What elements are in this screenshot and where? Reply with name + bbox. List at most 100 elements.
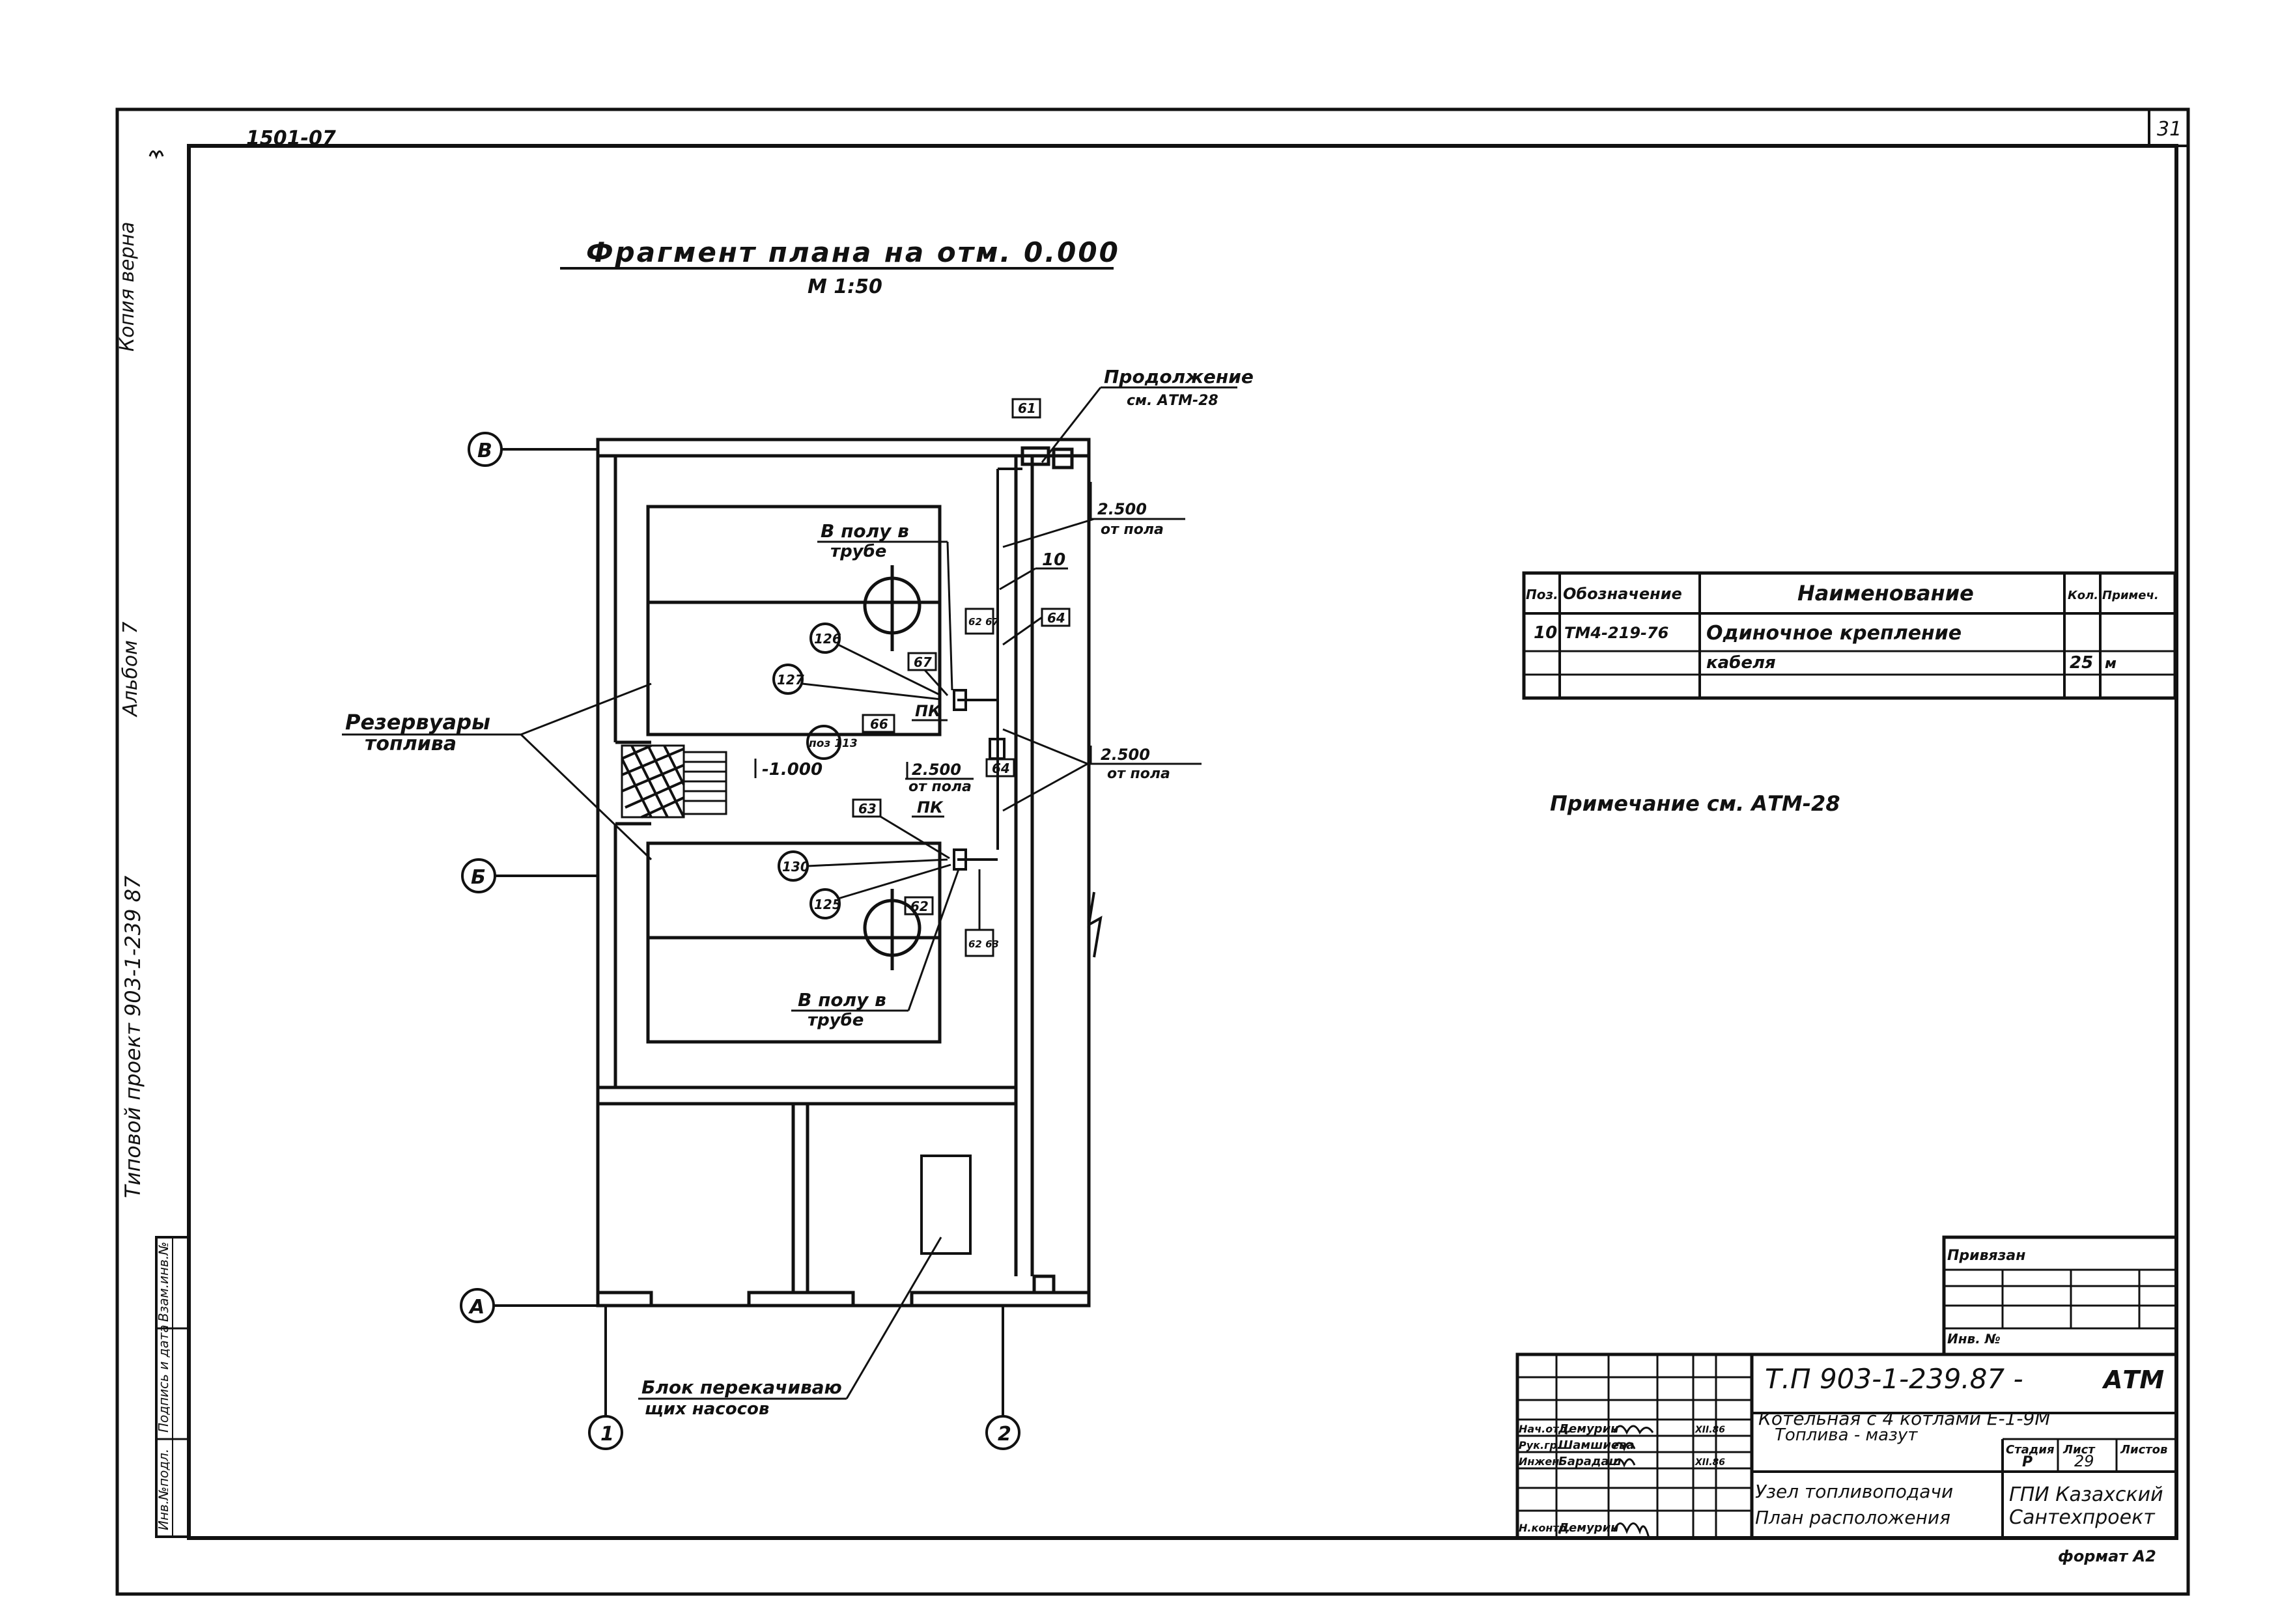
spec-r2-qty: 25 [2070, 653, 2093, 673]
left-stamp: Инв.№подл. Подпись и дата Взам.инв.№ [155, 1236, 190, 1538]
label-floor-pipe-2b: трубе [808, 1011, 864, 1030]
signer-2-name: Шамшиева [1558, 1438, 1635, 1452]
spec-r2-note: м [2105, 656, 2117, 672]
drawing-title: Фрагмент плана на отм. 0.000 [586, 236, 1120, 268]
spec-h-name: Наименование [1797, 581, 1974, 606]
outer-frame [115, 107, 2190, 1596]
floor-pipe-2-leader [907, 869, 960, 1011]
axis-A: А [460, 1288, 598, 1323]
circle-tag-125: 125 [809, 863, 951, 919]
spec-table [1522, 571, 2177, 700]
label-tanks-1: Резервуары [345, 710, 490, 735]
tb-org-1: ГПИ Казахский [2009, 1483, 2163, 1506]
tb-doc-code: Т.П 903-1-239.87 - [1765, 1363, 2023, 1395]
label-pump-block-1: Блок перекачиваю [641, 1377, 842, 1398]
svg-text:В: В [477, 440, 492, 462]
box-tag-61: 61 [1018, 400, 1036, 416]
continuation-ref: см. АТМ-28 [1127, 393, 1218, 409]
svg-text:2: 2 [998, 1423, 1011, 1446]
level-top-a: 2.500 [1097, 500, 1147, 518]
signer-3-name: Барадаш [1558, 1455, 1622, 1468]
stamp-col-3: Взам.инв.№ [156, 1242, 171, 1322]
svg-text:Б: Б [471, 866, 486, 889]
svg-text:поз 113: поз 113 [809, 737, 858, 750]
tag-pk-2: ПК [917, 798, 944, 817]
side-album: Альбом 7 [119, 622, 142, 718]
box-tags [852, 398, 1071, 957]
tank-upper [646, 505, 942, 736]
axis-1: 1 [588, 1306, 623, 1450]
tanks-leader-2 [520, 733, 653, 861]
spec-h-note: Примеч. [2102, 589, 2159, 602]
building-plan [596, 438, 1091, 1308]
signatures [148, 150, 1654, 1539]
level-mid-b: от пола [908, 779, 972, 795]
label-floor-pipe-2a: В полу в [798, 989, 886, 1011]
box-tag-63: 63 [858, 801, 877, 817]
circle-tag-127: 127 [772, 664, 942, 701]
tag-10: 10 [1042, 550, 1065, 570]
top-code: 1501-07 [246, 127, 336, 150]
tb-sheet-title-2: План расположения [1755, 1507, 1950, 1528]
axis-B: В [468, 432, 598, 467]
tag-pk-1: ПК [915, 702, 942, 720]
box-tag-62b: 62 [910, 899, 929, 914]
signer-3-role: Инжен. [1519, 1455, 1563, 1468]
tb-sheet-title-1: Узел топливоподачи [1755, 1481, 1953, 1502]
box-tag-64b: 64 [992, 761, 1010, 776]
tb-org-2: Сантехпроект [2009, 1506, 2156, 1529]
svg-text:127: 127 [777, 672, 804, 688]
tb-sheet-label: Лист [2062, 1443, 2096, 1457]
spec-r1-code: ТМ4-219-76 [1564, 624, 1668, 642]
label-floor-pipe-1b: трубе [830, 542, 886, 561]
signer-4-name: Демурин [1558, 1521, 1619, 1535]
label-floor-pipe-1a: В полу в [821, 520, 909, 542]
box-tag-66: 66 [870, 716, 888, 732]
sheet-number-box [2148, 108, 2189, 147]
signer-3-date: XII.86 [1695, 1457, 1725, 1468]
box-63-leader [880, 815, 950, 860]
title-block [1515, 1235, 2178, 1540]
box-tag-67: 67 [914, 654, 932, 670]
spec-r1-name: Одиночное крепление [1706, 622, 1962, 645]
signer-2-role: Рук.гр. [1519, 1439, 1561, 1451]
pump-block-leader [845, 1237, 942, 1399]
spec-r1-pos: 10 [1534, 623, 1557, 643]
drawing-note: Примечание см. АТМ-28 [1550, 791, 1840, 816]
inner-frame [187, 144, 2178, 1540]
level-minus: -1.000 [762, 760, 823, 779]
box-tag-64a: 64 [1047, 610, 1065, 626]
svg-text:125: 125 [814, 897, 841, 912]
level-mid-a: 2.500 [912, 761, 961, 779]
svg-text:А: А [468, 1296, 485, 1319]
circle-tag-130: 130 [778, 850, 948, 882]
box-tag-62-67: 62 67 [968, 616, 1000, 628]
hatched-pit [621, 744, 727, 819]
level-right-b: от пола [1107, 766, 1170, 782]
label-pump-block-2: щих насосов [645, 1399, 769, 1419]
tb-privyazan: Привязан [1947, 1248, 2025, 1264]
tb-object-1: Котельная с 4 котлами Е-1-9М [1758, 1408, 2050, 1429]
svg-text:1: 1 [600, 1423, 614, 1446]
sheet-number: 31 [2157, 118, 2182, 141]
tb-stage-label: Стадия [2006, 1443, 2055, 1457]
tb-format: формат А2 [2058, 1547, 2156, 1565]
signer-4-role: Н.контр. [1519, 1522, 1570, 1534]
tb-inv-no: Инв. № [1947, 1331, 2001, 1347]
pump-block [920, 1155, 972, 1255]
signer-1-date: XII.86 [1695, 1425, 1725, 1435]
side-series: Типовой проект 903-1-239 87 [120, 875, 145, 1198]
continuation-leader [1041, 387, 1102, 463]
tb-doc-suffix: АТМ [2102, 1365, 2164, 1394]
floor-pipe-1-leader [946, 541, 953, 691]
tb-sheets-label: Листов [2120, 1443, 2167, 1457]
svg-text:130: 130 [782, 859, 809, 875]
signer-1-name: Демурин [1558, 1422, 1619, 1436]
tb-sheet: 29 [2074, 1452, 2094, 1470]
level-right-a: 2.500 [1101, 746, 1150, 764]
level-top-b: от пола [1101, 522, 1164, 538]
circle-tag-113: поз 113 [806, 725, 858, 760]
spec-h-pos: Поз. [1526, 587, 1558, 602]
spec-h-qty: Кол. [2068, 589, 2098, 602]
